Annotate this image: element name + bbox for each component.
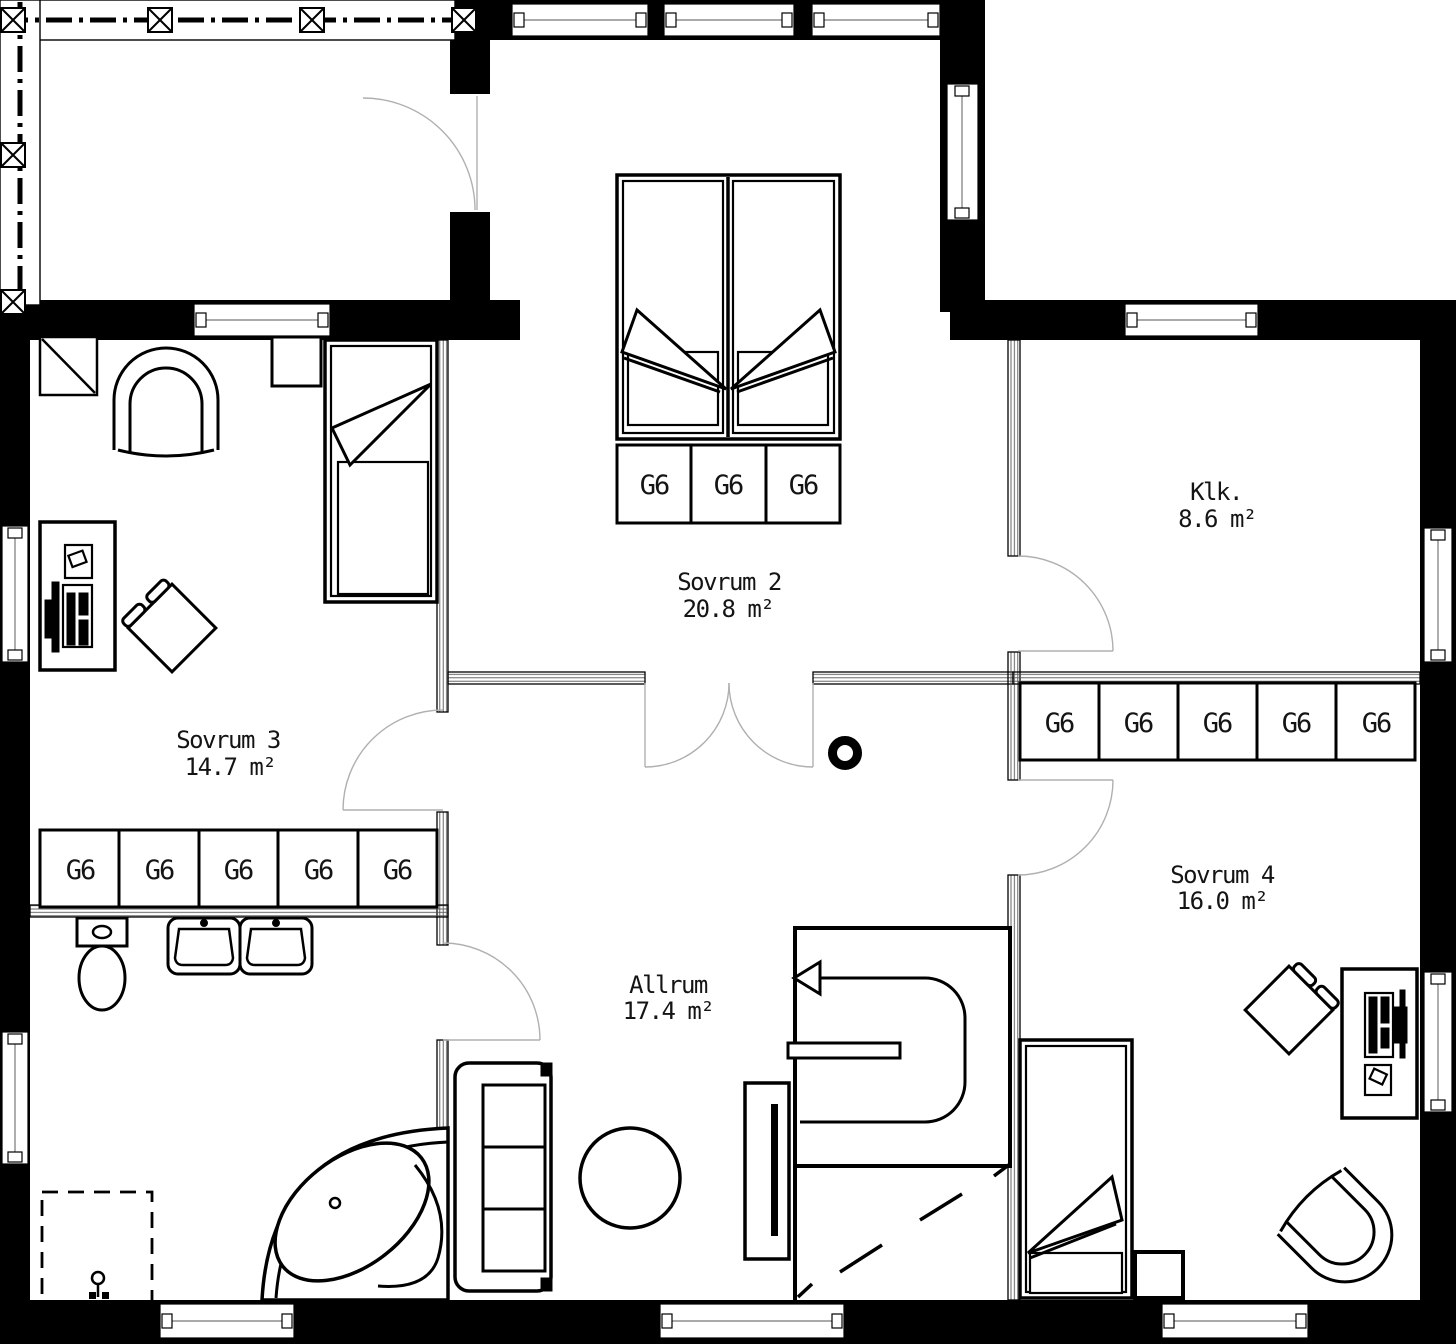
double-bed [615,173,842,441]
shower [40,1190,154,1304]
wardrobe-row-sovrum4 [1018,681,1417,762]
room-label-sovrum3: Sovrum 3 [176,726,280,754]
desk [38,520,117,672]
wardrobe-label: G6 [224,855,253,886]
desk [1340,967,1419,1120]
door-terrace [362,96,478,211]
railing-post-icon [0,7,477,315]
hamper [38,335,99,397]
room-area-sovrum3: 14.7 m² [185,753,276,781]
chimney-icon [828,736,862,770]
wardrobe-label: G6 [1045,708,1074,739]
windows [1,3,1453,1339]
bedside-table [270,335,323,388]
single-bed [323,338,439,604]
double-sink [166,916,314,976]
room-area-sovrum4: 16.0 m² [1177,887,1268,915]
wardrobe-label: G6 [640,470,669,501]
wardrobe-label: G6 [1362,708,1391,739]
stair-handrail [786,1041,902,1060]
room-label-allrum: Allrum [629,971,708,999]
single-bed [1018,1038,1134,1300]
desk-chair [121,578,218,674]
bedside-table [1133,1250,1185,1300]
sovrum4-furniture [1018,962,1419,1300]
wardrobe-label: G6 [1282,708,1311,739]
wardrobe-label: G6 [145,855,174,886]
tv-bench [743,1081,791,1261]
door-sovrum2-double [644,682,814,768]
staircase [786,926,1012,1300]
door-allrum [442,942,541,1041]
allrum-furniture [453,1061,791,1293]
wardrobe-label: G6 [304,855,333,886]
room-area-sovrum2: 20.8 m² [683,595,774,623]
door-klk [1017,555,1114,652]
toilet [75,916,129,1012]
room-label-sovrum2: Sovrum 2 [677,568,781,596]
wardrobe-row-sovrum2 [615,443,842,525]
wardrobe-label: G6 [383,855,412,886]
armchair [1276,1166,1394,1284]
wardrobe-row-sovrum3 [38,828,439,909]
door-sovrum3 [342,709,444,811]
sovrum3-furniture [38,335,439,674]
wardrobe-label: G6 [66,855,95,886]
room-label-klk: Klk. [1190,478,1242,506]
stair-direction-arrow [791,959,822,997]
bathroom-fixtures [40,916,450,1304]
terrace-railing [0,0,477,315]
wardrobe-label: G6 [1203,708,1232,739]
stair-void-dashes [796,1162,1012,1299]
doors [342,96,1114,1041]
corner-bathtub [260,1126,450,1302]
room-label-sovrum4: Sovrum 4 [1170,861,1275,889]
wardrobe-label: G6 [1124,708,1153,739]
wardrobe-label: G6 [789,470,818,501]
armchair [112,346,220,458]
wardrobe-label: G6 [714,470,743,501]
room-area-allrum: 17.4 m² [623,997,714,1025]
desk-chair [1243,962,1340,1056]
room-area-klk: 8.6 m² [1178,505,1256,533]
round-table [578,1126,682,1230]
sofa [453,1061,553,1293]
door-sovrum4 [1017,779,1114,876]
